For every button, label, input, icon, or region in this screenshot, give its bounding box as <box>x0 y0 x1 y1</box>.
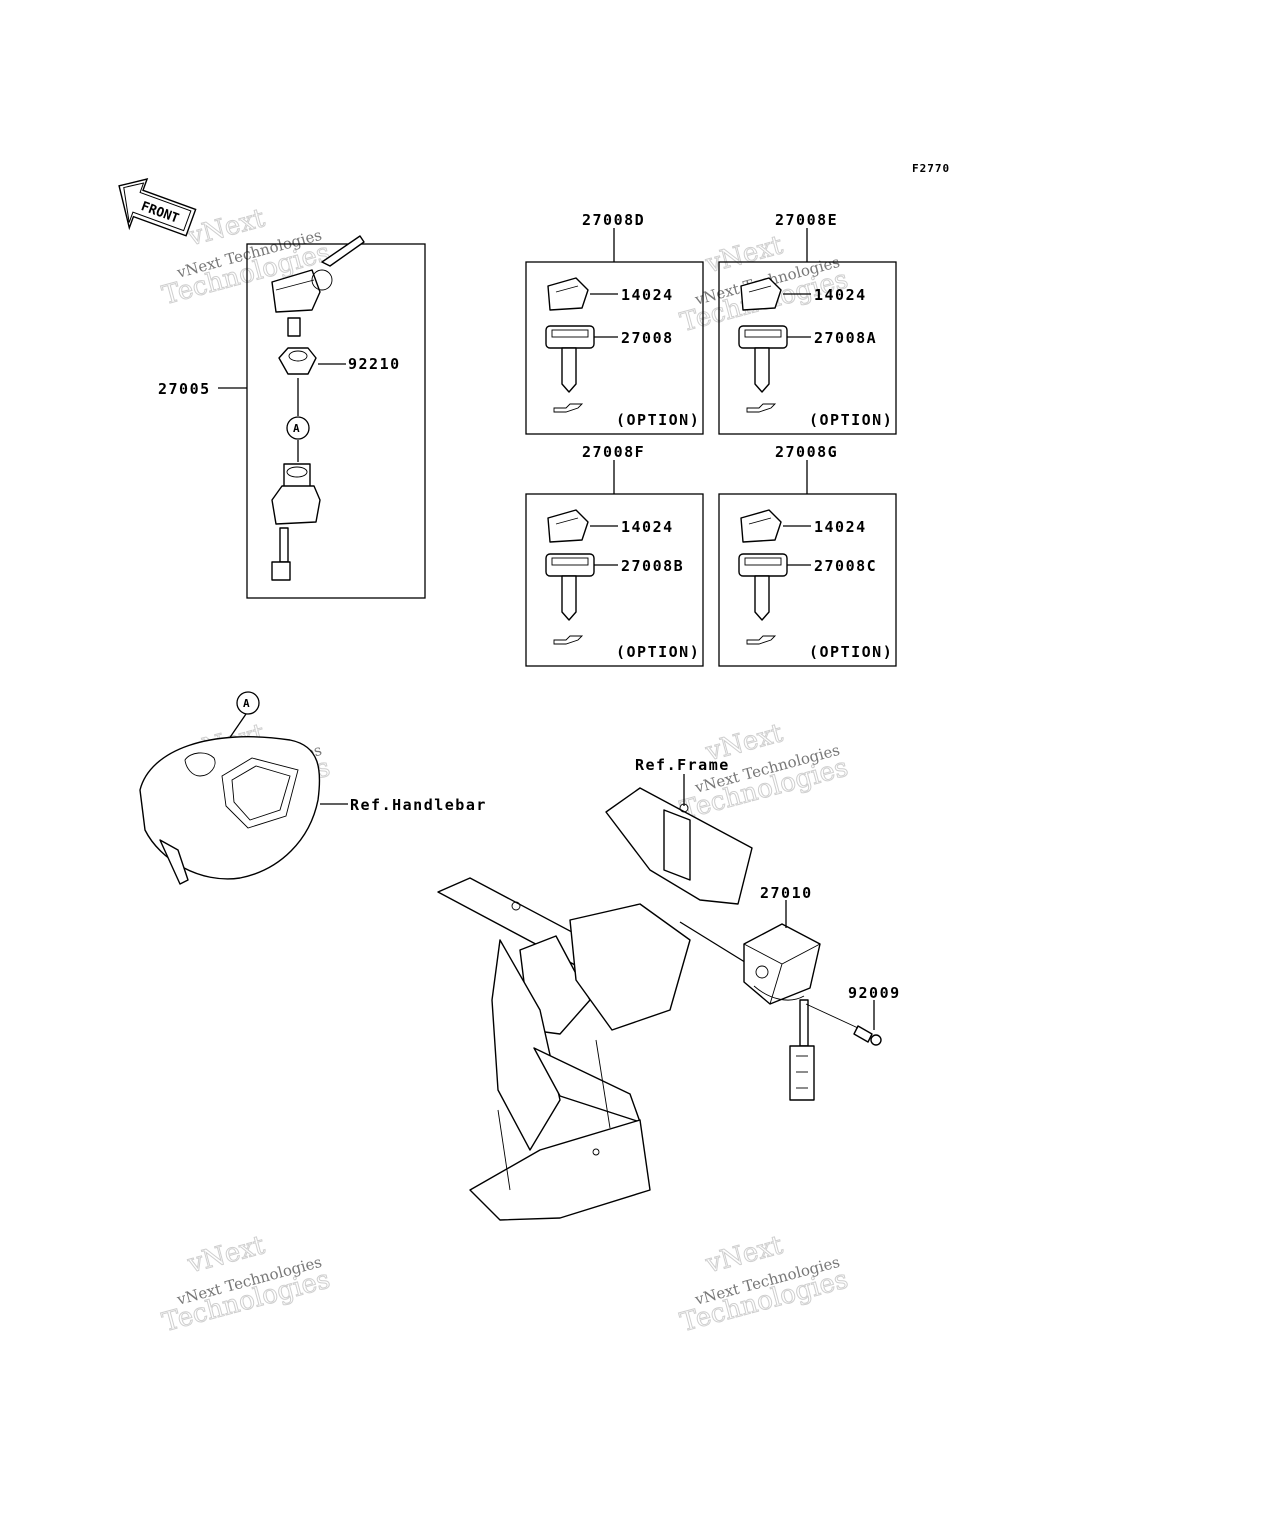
key-blank-icon <box>545 325 595 393</box>
watermark-top-right: vNext vNext Technologies Technologies <box>677 230 852 339</box>
handlebar-cover: A Ref.Handlebar <box>139 691 487 885</box>
marker-a-label-2: A <box>243 697 251 710</box>
key-cap-icon <box>547 509 589 543</box>
label-cap: 14024 <box>621 286 674 304</box>
switch-27010-icon <box>743 923 821 1101</box>
key-blank-icon <box>738 553 788 621</box>
key-blank-icon <box>545 553 595 621</box>
key-profile-icon <box>553 403 584 413</box>
label-key: 27008A <box>814 329 877 347</box>
watermark-bottom-left: vNext vNext Technologies Technologies <box>159 1230 334 1339</box>
key-kits: 27008D1402427008(OPTION)27008E1402427008… <box>525 211 897 667</box>
handlebar-cover-shape <box>139 736 321 880</box>
marker-a-circle <box>286 416 310 440</box>
key-blank-icon <box>738 325 788 393</box>
kit-number-label: 27008D <box>582 211 645 229</box>
ignition-switch-icon <box>271 463 321 581</box>
label-ref-frame: Ref.Frame <box>635 756 730 774</box>
label-cap: 14024 <box>814 286 867 304</box>
option-note: (OPTION) <box>616 411 700 429</box>
label-key: 27008C <box>814 557 877 575</box>
label-27010: 27010 <box>760 884 813 902</box>
kit-number-label: 27008E <box>775 211 838 229</box>
option-note: (OPTION) <box>809 411 893 429</box>
label-cap: 14024 <box>621 518 674 536</box>
frame-assembly: Ref.Frame <box>437 756 901 1221</box>
marker-a-label: A <box>293 422 301 435</box>
option-note: (OPTION) <box>616 643 700 661</box>
label-key: 27008 <box>621 329 674 347</box>
nut-icon: 92210 <box>278 347 401 375</box>
marker-a-circle-2 <box>236 691 260 715</box>
label-92009: 92009 <box>848 984 901 1002</box>
kit-number-label: 27008G <box>775 443 838 461</box>
screw-92009-icon <box>805 1000 882 1046</box>
label-key: 27008B <box>621 557 684 575</box>
kit-number-label: 27008F <box>582 443 645 461</box>
front-arrow-icon: FRONT <box>118 178 197 237</box>
kit-27005: 27005 92210 A <box>158 235 426 599</box>
label-cap: 14024 <box>814 518 867 536</box>
label-27005: 27005 <box>158 380 211 398</box>
key-cap-icon <box>740 509 782 543</box>
key-profile-icon <box>746 403 777 413</box>
kit-27008E: 27008E 14024 27008A (OPTION) <box>718 211 897 435</box>
key-profile-icon <box>553 635 584 645</box>
kit-27008D: 27008D 14024 27008 (OPTION) <box>525 211 704 435</box>
option-note: (OPTION) <box>809 643 893 661</box>
key-cap-icon <box>740 277 782 311</box>
watermark-bottom-right: vNext vNext Technologies Technologies <box>677 1230 852 1339</box>
key-cap-icon <box>547 277 589 311</box>
figure-id: F2770 <box>912 162 950 175</box>
label-ref-handlebar: Ref.Handlebar <box>350 796 487 814</box>
label-92210: 92210 <box>348 355 401 373</box>
key-profile-icon <box>746 635 777 645</box>
ignition-key-icon <box>271 235 365 337</box>
kit-27008G: 27008G 14024 27008C (OPTION) <box>718 443 897 667</box>
kit-27008F: 27008F 14024 27008B (OPTION) <box>525 443 704 667</box>
